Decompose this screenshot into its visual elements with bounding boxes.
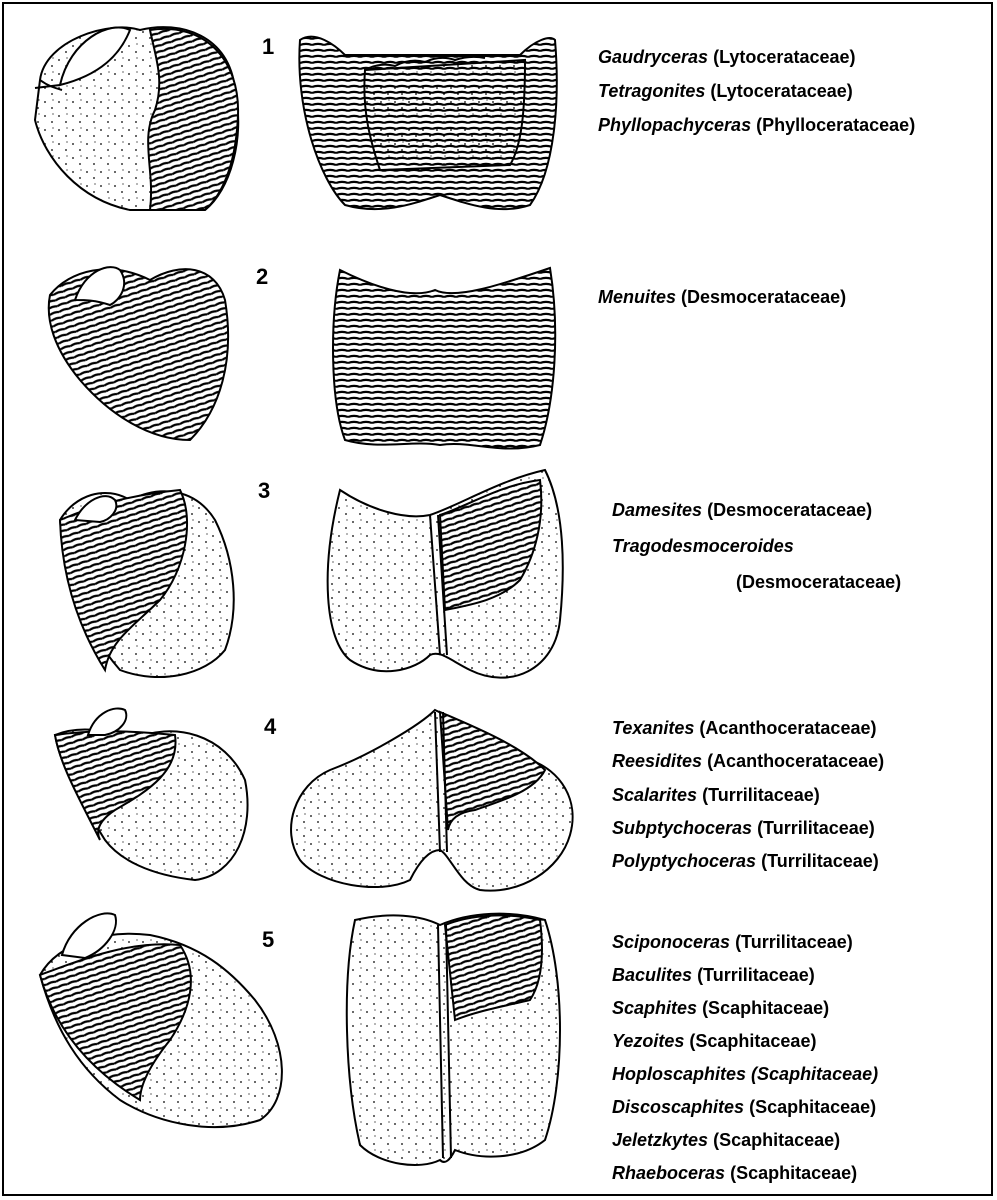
genus-name: Texanites <box>612 718 694 738</box>
family-name: (Desmocerataceae) <box>736 572 901 592</box>
genus-name: Yezoites <box>612 1031 684 1051</box>
genus-name: Hoploscaphites <box>612 1064 746 1084</box>
row5-dorsal-jaw <box>347 914 560 1165</box>
label-item: Polyptychoceras (Turrilitaceae) <box>612 845 884 878</box>
genus-name: Discoscaphites <box>612 1097 744 1117</box>
family-name: (Scaphitaceae) <box>751 1064 878 1084</box>
family-name: (Lytocerataceae) <box>710 81 852 101</box>
family-name: (Turrilitaceae) <box>761 851 879 871</box>
row5-lateral-jaw <box>40 913 282 1127</box>
genus-name: Scalarites <box>612 785 697 805</box>
row2-dorsal-jaw <box>333 268 555 449</box>
family-name: (Desmocerataceae) <box>707 500 872 520</box>
label-item: Jeletzkytes (Scaphitaceae) <box>612 1124 878 1157</box>
label-item: Tetragonites (Lytocerataceae) <box>598 74 915 108</box>
genus-name: Phyllopachyceras <box>598 115 751 135</box>
label-item: Scalarites (Turrilitaceae) <box>612 779 884 812</box>
row4-labels: Texanites (Acanthocerataceae) Reesidites… <box>612 712 884 878</box>
row-number-1: 1 <box>262 34 274 60</box>
label-item: Menuites (Desmocerataceae) <box>598 280 846 314</box>
genus-name: Scaphites <box>612 998 697 1018</box>
family-name: (Scaphitaceae) <box>702 998 829 1018</box>
row2-labels: Menuites (Desmocerataceae) <box>598 280 846 314</box>
label-item: Baculites (Turrilitaceae) <box>612 959 878 992</box>
genus-name: Sciponoceras <box>612 932 730 952</box>
row5-labels: Sciponoceras (Turrilitaceae) Baculites (… <box>612 926 878 1190</box>
family-name: (Lytocerataceae) <box>713 47 855 67</box>
family-name: (Turrilitaceae) <box>735 932 853 952</box>
label-item: Sciponoceras (Turrilitaceae) <box>612 926 878 959</box>
genus-name: Jeletzkytes <box>612 1130 708 1150</box>
family-name: (Scaphitaceae) <box>749 1097 876 1117</box>
row-number-5: 5 <box>262 927 274 953</box>
label-item: Phyllopachyceras (Phyllocerataceae) <box>598 108 915 142</box>
genus-name: Gaudryceras <box>598 47 708 67</box>
genus-name: Tetragonites <box>598 81 705 101</box>
family-name: (Scaphitaceae) <box>730 1163 857 1183</box>
row3-labels: Damesites (Desmocerataceae) Tragodesmoce… <box>612 492 901 600</box>
row3-dorsal-jaw <box>328 470 563 678</box>
label-item: Gaudryceras (Lytocerataceae) <box>598 40 915 74</box>
family-name: (Acanthocerataceae) <box>699 718 876 738</box>
family-name: (Turrilitaceae) <box>757 818 875 838</box>
label-item: Tragodesmoceroides <box>612 528 901 564</box>
genus-name: Menuites <box>598 287 676 307</box>
genus-name: Rhaeboceras <box>612 1163 725 1183</box>
label-item: Hoploscaphites (Scaphitaceae) <box>612 1058 878 1091</box>
family-name: (Scaphitaceae) <box>713 1130 840 1150</box>
family-name: (Phyllocerataceae) <box>756 115 915 135</box>
row2-lateral-jaw <box>49 267 228 440</box>
row3-lateral-jaw <box>60 490 234 677</box>
label-item: Texanites (Acanthocerataceae) <box>612 712 884 745</box>
family-name: (Acanthocerataceae) <box>707 751 884 771</box>
row4-lateral-jaw <box>55 708 248 880</box>
family-name: (Turrilitaceae) <box>697 965 815 985</box>
genus-name: Tragodesmoceroides <box>612 536 794 556</box>
label-item: Reesidites (Acanthocerataceae) <box>612 745 884 778</box>
genus-name: Reesidites <box>612 751 702 771</box>
label-item: Yezoites (Scaphitaceae) <box>612 1025 878 1058</box>
genus-name: Damesites <box>612 500 702 520</box>
family-name: (Turrilitaceae) <box>702 785 820 805</box>
row1-lateral-jaw <box>35 27 238 210</box>
genus-name: Subptychoceras <box>612 818 752 838</box>
label-item: Damesites (Desmocerataceae) <box>612 492 901 528</box>
genus-name: Polyptychoceras <box>612 851 756 871</box>
genus-name: Baculites <box>612 965 692 985</box>
label-item: Scaphites (Scaphitaceae) <box>612 992 878 1025</box>
family-name: (Desmocerataceae) <box>681 287 846 307</box>
row-number-4: 4 <box>264 714 276 740</box>
label-item: Discoscaphites (Scaphitaceae) <box>612 1091 878 1124</box>
label-item: (Desmocerataceae) <box>612 564 901 600</box>
row1-labels: Gaudryceras (Lytocerataceae) Tetragonite… <box>598 40 915 143</box>
row-number-3: 3 <box>258 478 270 504</box>
row4-dorsal-jaw <box>291 710 573 891</box>
row-number-2: 2 <box>256 264 268 290</box>
family-name: (Scaphitaceae) <box>689 1031 816 1051</box>
row1-dorsal-jaw <box>299 37 556 209</box>
label-item: Subptychoceras (Turrilitaceae) <box>612 812 884 845</box>
label-item: Rhaeboceras (Scaphitaceae) <box>612 1157 878 1190</box>
